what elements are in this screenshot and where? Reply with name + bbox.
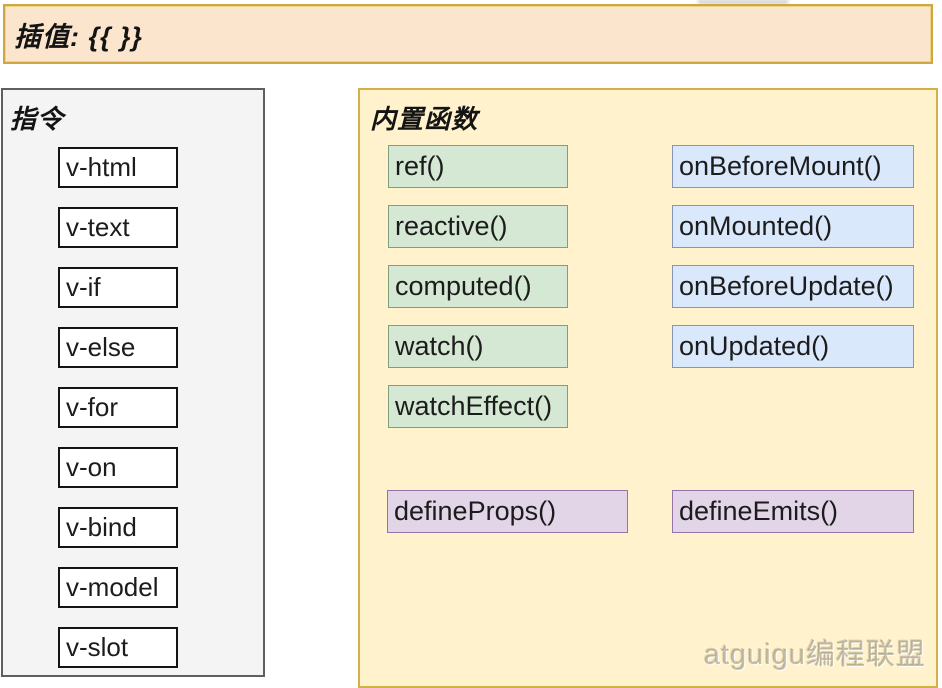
fn-box-onmounted: onMounted()	[672, 205, 914, 248]
interpolation-banner-label: 插值: {{ }}	[14, 21, 144, 52]
directive-box-v-else: v-else	[58, 327, 178, 368]
fn-box-defineemits: defineEmits()	[672, 490, 914, 533]
builtin-functions-panel-title: 内置函数	[370, 104, 479, 134]
cropped-watermark-artifact	[697, 0, 789, 4]
directive-box-v-for: v-for	[58, 387, 178, 428]
directives-panel-title: 指令	[10, 104, 65, 134]
fn-box-onbeforemount: onBeforeMount()	[672, 145, 914, 188]
builtin-functions-panel: 内置函数 ref() reactive() computed() watch()…	[358, 88, 938, 688]
fn-box-defineprops: defineProps()	[387, 490, 628, 533]
fn-box-onupdated: onUpdated()	[672, 325, 914, 368]
fn-box-watcheffect: watchEffect()	[388, 385, 568, 428]
fn-box-ref: ref()	[388, 145, 568, 188]
fn-box-reactive: reactive()	[388, 205, 568, 248]
directive-box-v-text: v-text	[58, 207, 178, 248]
directives-panel: 指令 v-html v-text v-if v-else v-for v-on …	[1, 88, 265, 677]
interpolation-banner: 插值: {{ }}	[3, 4, 933, 64]
directive-box-v-on: v-on	[58, 447, 178, 488]
fn-box-computed: computed()	[388, 265, 568, 308]
directive-box-v-bind: v-bind	[58, 507, 178, 548]
watermark-text: atguigu编程联盟	[703, 639, 926, 671]
directive-box-v-html: v-html	[58, 147, 178, 188]
directive-box-v-if: v-if	[58, 267, 178, 308]
directive-box-v-model: v-model	[58, 567, 178, 608]
fn-box-onbeforeupdate: onBeforeUpdate()	[672, 265, 914, 308]
directive-box-v-slot: v-slot	[58, 627, 178, 668]
fn-box-watch: watch()	[388, 325, 568, 368]
